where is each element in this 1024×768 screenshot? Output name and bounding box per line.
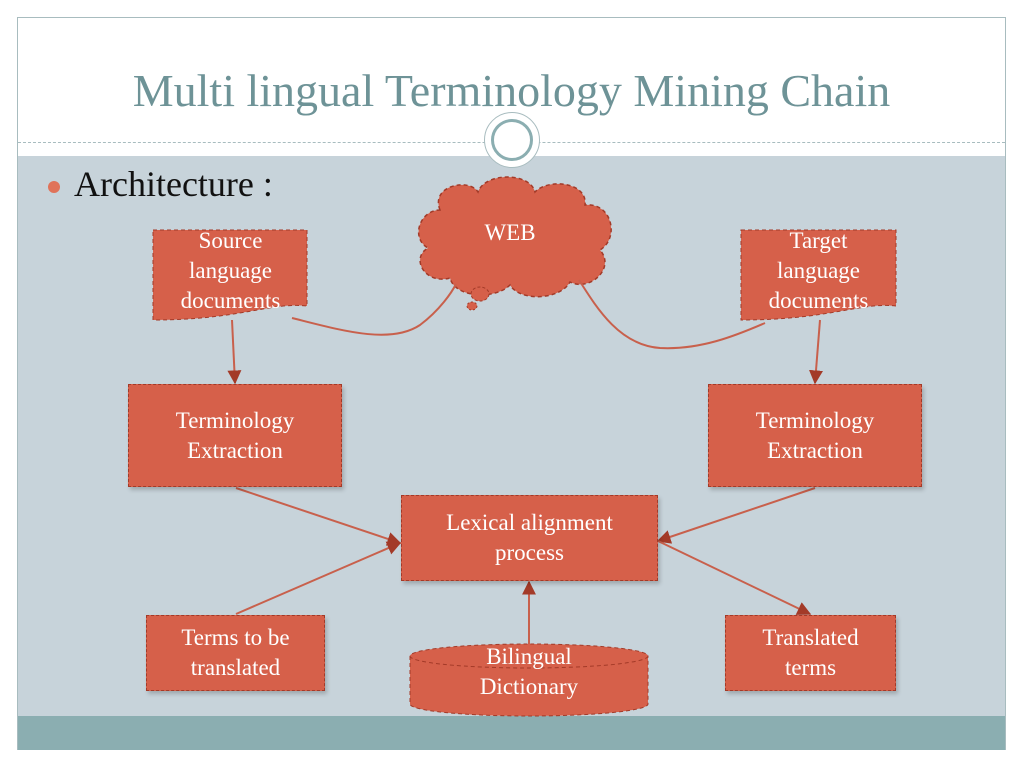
bullet-architecture: Architecture : — [74, 164, 273, 204]
target-docs-shape — [740, 229, 897, 321]
arrow-terms-to-lexical — [235, 541, 402, 615]
connector-target-web — [578, 279, 766, 350]
arrow-extraction-left-to-lexical — [235, 487, 402, 546]
connector-source-web — [291, 283, 457, 336]
target-docs-label: Target language documents — [768, 228, 869, 313]
arrow-extraction-right-to-lexical — [656, 487, 816, 544]
bullet-dot — [48, 181, 60, 193]
web-label: WEB — [484, 220, 536, 245]
arrow-target-to-extraction — [809, 319, 823, 385]
dictionary-cylinder-shape — [409, 643, 649, 717]
dictionary-label: Bilingual Dictionary — [479, 644, 579, 699]
lexical-alignment-box: Lexical alignment process — [401, 495, 658, 581]
source-docs-shape — [152, 229, 308, 321]
source-docs-label: Source language documents — [180, 228, 281, 313]
terminology-extraction-left-box: Terminology Extraction — [128, 384, 342, 487]
web-cloud-shape — [417, 176, 612, 311]
translated-terms-box: Translated terms — [725, 615, 896, 691]
ring-ornament-inner — [491, 119, 533, 161]
arrow-lexical-to-translated — [657, 540, 812, 615]
footer-band — [18, 716, 1005, 750]
slide-title: Multi lingual Terminology Mining Chain — [132, 65, 891, 116]
terms-to-translate-box: Terms to be translated — [146, 615, 325, 691]
arrow-source-to-extraction — [227, 319, 242, 385]
terminology-extraction-right-box: Terminology Extraction — [708, 384, 922, 487]
